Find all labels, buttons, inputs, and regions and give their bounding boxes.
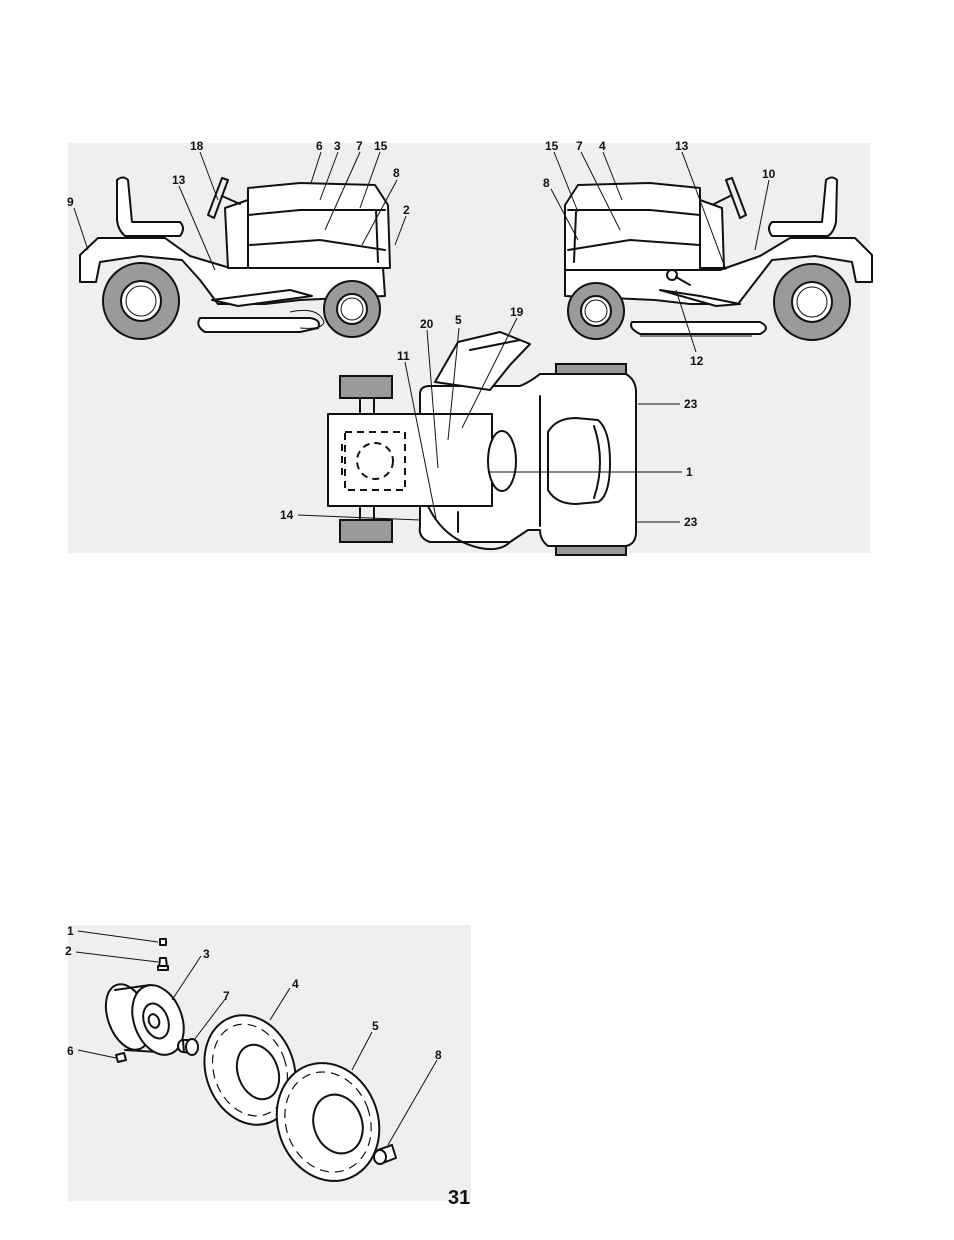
front-left-tire (340, 376, 392, 398)
callout-label: 7 (356, 139, 363, 153)
callout-label: 20 (420, 317, 434, 331)
callout-label: 23 (684, 397, 698, 411)
callout-label: 18 (190, 139, 204, 153)
callout-label: 15 (374, 139, 388, 153)
callout-label: 6 (67, 1044, 74, 1058)
callout-label: 8 (543, 176, 550, 190)
part-7-bushing (178, 1039, 198, 1055)
part-1-cap (160, 939, 166, 945)
callout-label: 9 (67, 195, 74, 209)
callout-label: 2 (403, 203, 410, 217)
callout-label: 10 (762, 167, 776, 181)
callout-label: 19 (510, 305, 524, 319)
dash-console (225, 200, 248, 268)
lever-knob (667, 270, 677, 280)
part-2-valve-stem (158, 958, 168, 970)
callout-label: 8 (393, 166, 400, 180)
callout-label: 5 (455, 313, 462, 327)
callout-label: 8 (435, 1048, 442, 1062)
callout-label: 4 (599, 139, 606, 153)
callout-label: 1 (67, 924, 74, 938)
callout-label: 1 (686, 465, 693, 479)
callout-label: 7 (223, 989, 230, 1003)
callout-label: 3 (334, 139, 341, 153)
rear-wheel (774, 264, 850, 340)
mower-deck (198, 318, 319, 332)
callout-label: 11 (397, 349, 410, 363)
hood (565, 183, 700, 270)
callout-label: 23 (684, 515, 698, 529)
steering-column (488, 431, 516, 491)
front-wheel (568, 283, 624, 339)
callout-label: 5 (372, 1019, 379, 1033)
wheel-diagram: 1 2 3 7 4 5 8 6 (65, 924, 471, 1201)
mower-deck (631, 322, 766, 334)
callout-label: 2 (65, 944, 72, 958)
rear-wheel (103, 263, 179, 339)
decal-diagram: 18 6 3 7 15 8 2 9 13 15 7 4 13 10 8 12 2… (67, 139, 872, 555)
hood (248, 183, 390, 268)
callout-label: 14 (280, 508, 294, 522)
callout-label: 13 (675, 139, 689, 153)
callout-label: 13 (172, 173, 186, 187)
callout-label: 7 (576, 139, 583, 153)
front-wheel (324, 281, 380, 337)
page-number: 31 (448, 1187, 508, 1210)
callout-label: 3 (203, 947, 210, 961)
callout-label: 12 (690, 354, 704, 368)
callout-label: 4 (292, 977, 299, 991)
part-6-bolt (116, 1053, 126, 1062)
callout-label: 6 (316, 139, 323, 153)
front-right-tire (340, 520, 392, 542)
hood-top (328, 414, 492, 506)
callout-label: 15 (545, 139, 559, 153)
rear-left-tire (556, 364, 626, 374)
